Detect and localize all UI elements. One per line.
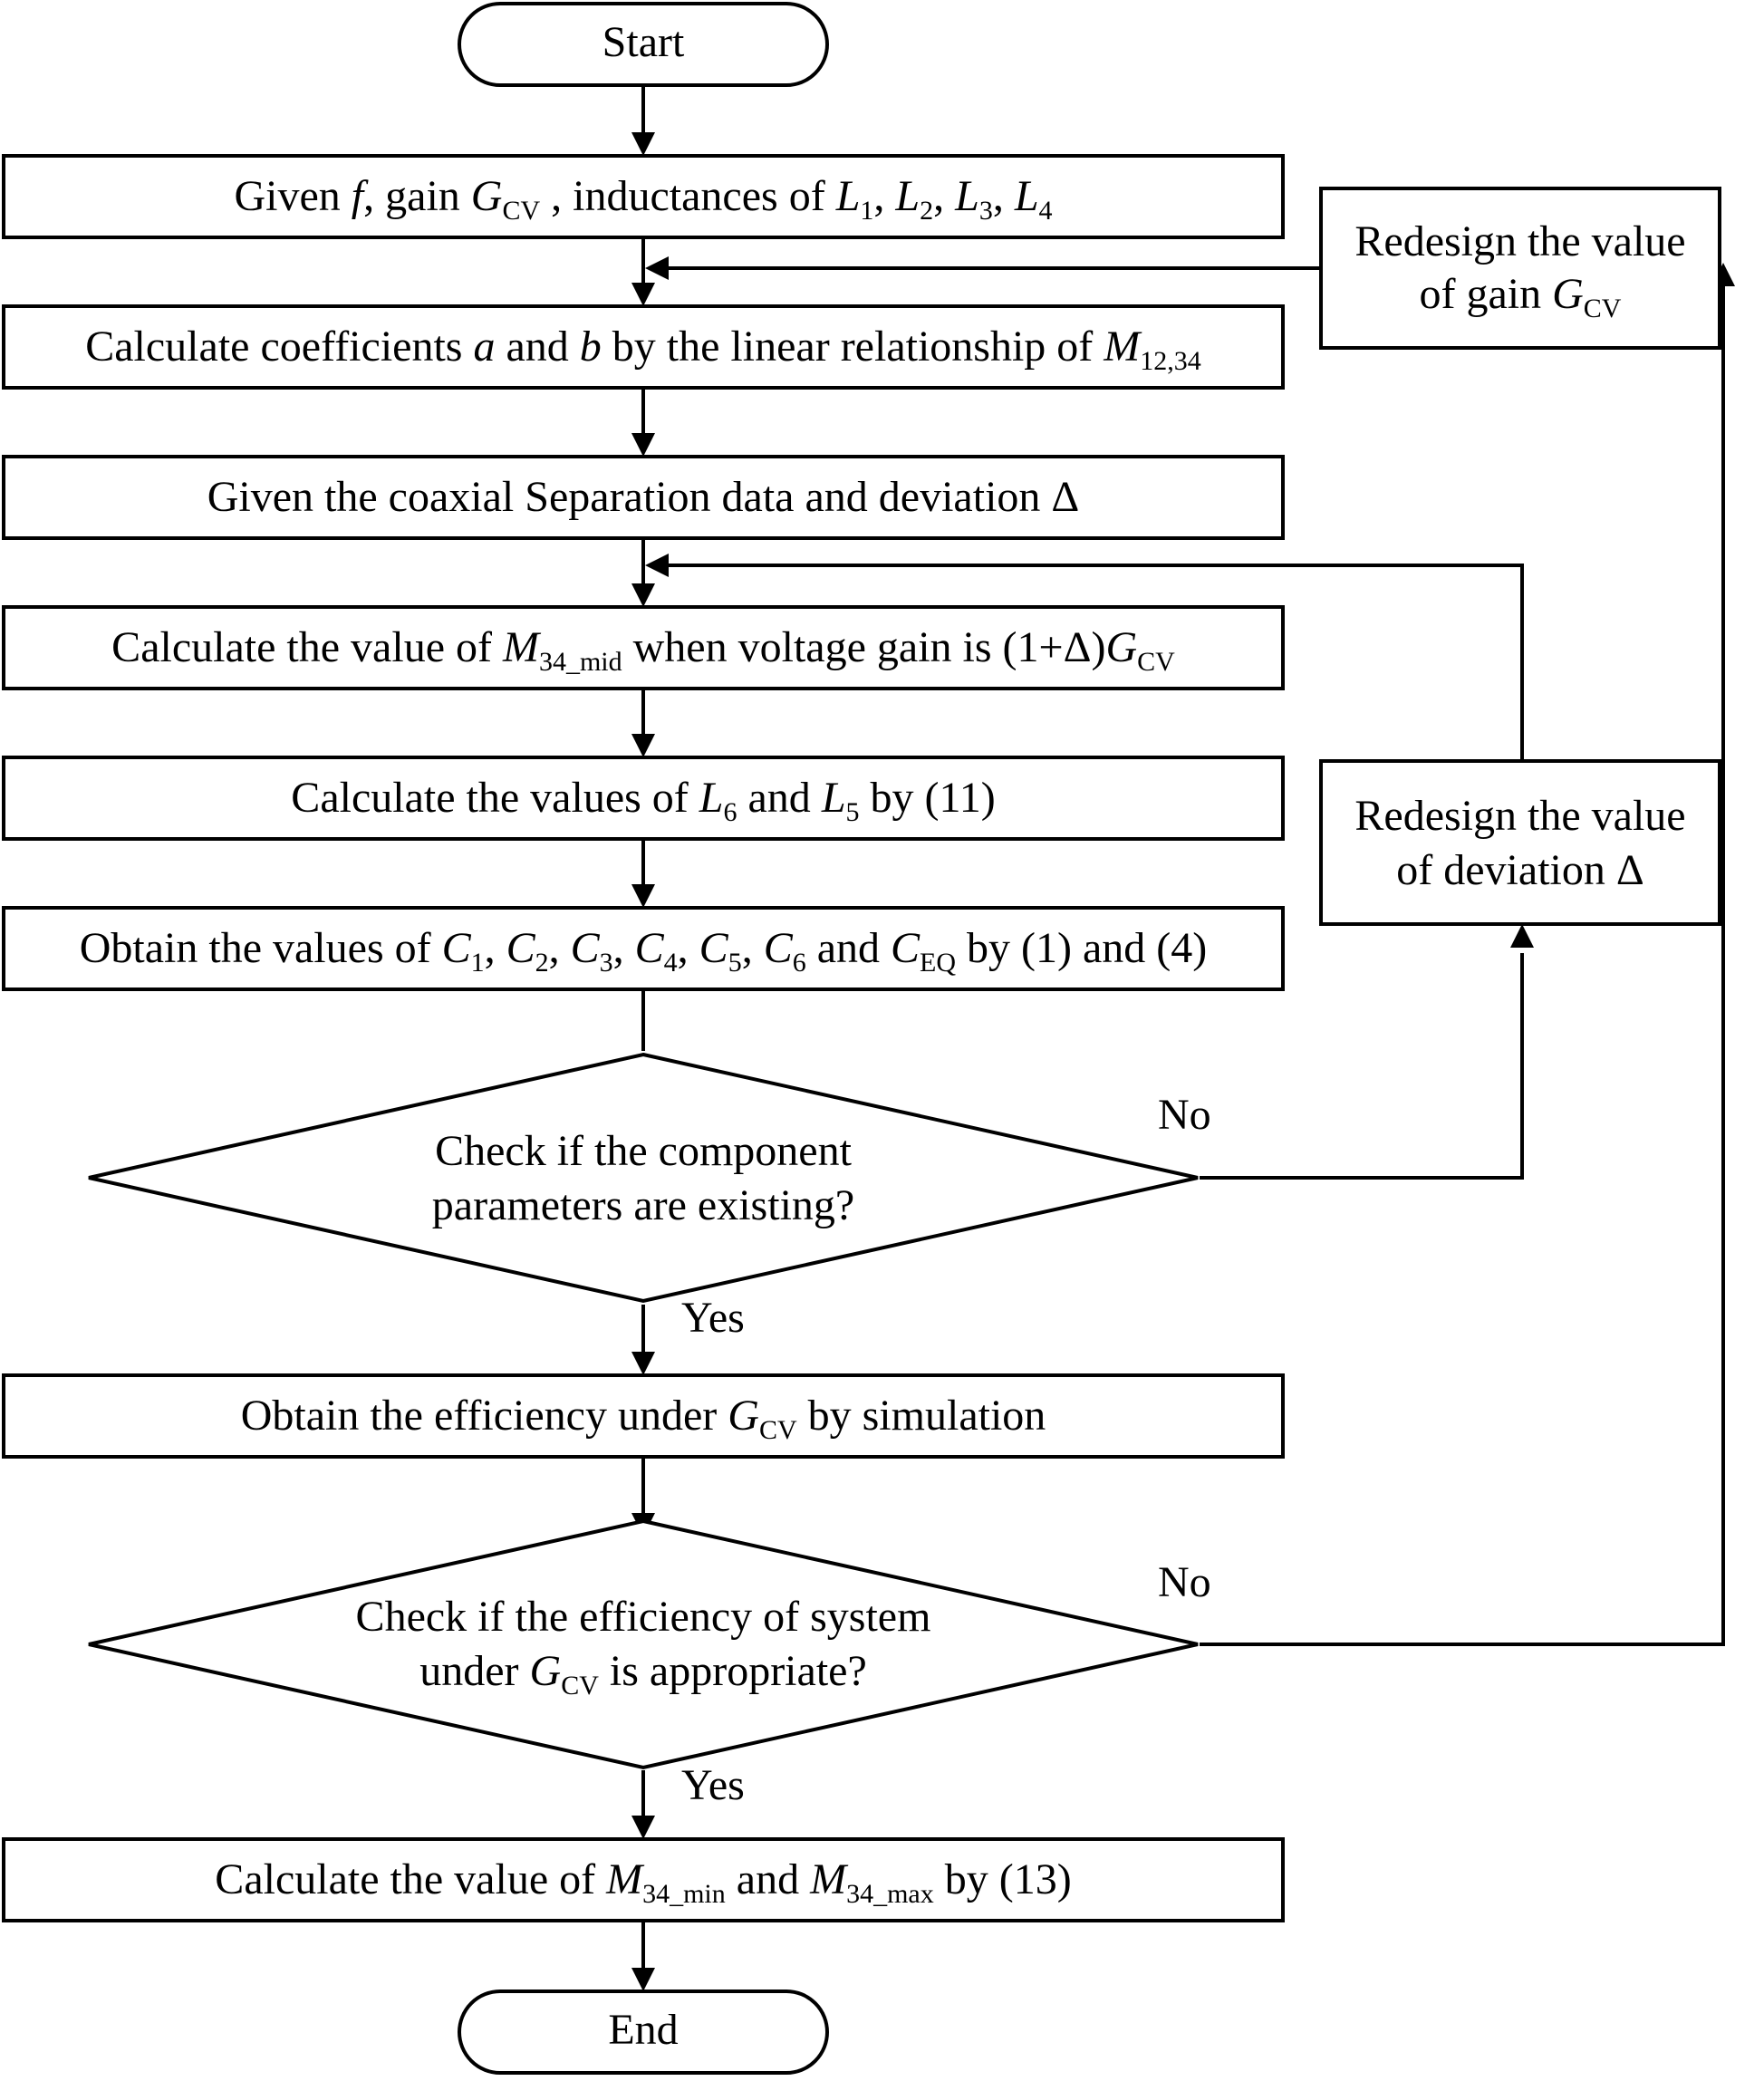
process-box — [2, 906, 1285, 991]
process-final: Calculate the value of M34_min and M34_m… — [2, 1837, 1285, 1922]
yes-label: Yes — [681, 1294, 745, 1342]
connector-no1-to-redesign-deviation — [1200, 953, 1524, 1180]
process-coefficients: Calculate coefficients a and b by the li… — [2, 304, 1285, 390]
process-final-text: Calculate the value of M34_min and M34_m… — [215, 1855, 1071, 1909]
decision-diamond — [88, 1518, 1199, 1770]
process-box — [2, 455, 1285, 540]
process-capacitors-text: Obtain the values of C1, C2, C3, C4, C5,… — [80, 924, 1208, 978]
arrowhead-left — [645, 554, 669, 577]
yes-label: Yes — [681, 1761, 745, 1809]
arrowheads — [631, 132, 1735, 1991]
process-given-text: Given f, gain GCV , inductances of L1, L… — [234, 172, 1052, 226]
start-shape — [458, 2, 829, 87]
redesign-deviation-line1: Redesign the value — [1354, 792, 1685, 840]
connectors — [641, 85, 1725, 1971]
no-label: No — [1158, 1091, 1211, 1139]
arrowhead-down — [631, 283, 655, 306]
arrowhead-up — [1510, 924, 1534, 948]
end-terminal: End — [458, 1989, 829, 2075]
decision-efficiency: Check if the efficiency of system under … — [88, 1518, 1199, 1770]
no-label: No — [1158, 1558, 1211, 1606]
start-label: Start — [602, 18, 685, 66]
process-box — [2, 304, 1285, 390]
redesign-gain-line1: Redesign the value — [1354, 217, 1685, 265]
decision-diamond — [88, 1052, 1199, 1304]
process-l6-l5: Calculate the values of L6 and L5 by (11… — [2, 756, 1285, 841]
arrowhead-down — [631, 132, 655, 156]
side-box — [1319, 187, 1721, 350]
process-efficiency: Obtain the efficiency under GCV by simul… — [2, 1373, 1285, 1459]
start-terminal: Start — [458, 2, 829, 87]
arrowhead-down — [631, 1352, 655, 1375]
process-box — [2, 1373, 1285, 1459]
process-m34-mid: Calculate the value of M34_mid when volt… — [2, 605, 1285, 690]
decision-components-line2: parameters are existing? — [432, 1181, 854, 1229]
arrowhead-down — [631, 1968, 655, 1991]
process-coaxial: Given the coaxial Separation data and de… — [2, 455, 1285, 540]
process-capacitors: Obtain the values of C1, C2, C3, C4, C5,… — [2, 906, 1285, 991]
redesign-gain-box: Redesign the value of gain GCV — [1319, 187, 1721, 350]
process-box — [2, 154, 1285, 239]
process-m34-mid-text: Calculate the value of M34_mid when volt… — [111, 623, 1175, 677]
redesign-deviation-box: Redesign the value of deviation Δ — [1319, 759, 1721, 926]
process-box — [2, 1837, 1285, 1922]
process-box — [2, 756, 1285, 841]
arrowhead-down — [631, 433, 655, 457]
process-l6-l5-text: Calculate the values of L6 and L5 by (11… — [291, 774, 995, 827]
process-box — [2, 605, 1285, 690]
end-shape — [458, 1989, 829, 2075]
process-coaxial-text: Given the coaxial Separation data and de… — [207, 473, 1080, 521]
arrowhead-down — [631, 734, 655, 757]
redesign-gain-line2: of gain GCV — [1420, 270, 1622, 323]
side-box — [1319, 759, 1721, 926]
connector-redesign-deviation-to-mid — [667, 564, 1524, 761]
decision-efficiency-line1: Check if the efficiency of system — [356, 1593, 931, 1641]
process-given: Given f, gain GCV , inductances of L1, L… — [2, 154, 1285, 239]
decision-efficiency-line2: under GCV is appropriate? — [419, 1647, 867, 1700]
arrowhead-down — [631, 1816, 655, 1839]
decision-components: Check if the component parameters are ex… — [88, 1052, 1199, 1304]
arrowhead-down — [631, 583, 655, 607]
process-efficiency-text: Obtain the efficiency under GCV by simul… — [241, 1392, 1046, 1445]
arrowhead-down — [631, 884, 655, 908]
decision-components-line1: Check if the component — [435, 1127, 853, 1175]
connector-no2-to-redesign-gain — [1200, 283, 1725, 1646]
end-label: End — [608, 2006, 678, 2054]
redesign-deviation-line2: of deviation Δ — [1396, 846, 1644, 894]
process-coefficients-text: Calculate coefficients a and b by the li… — [85, 323, 1201, 376]
arrowhead-left — [645, 256, 669, 280]
